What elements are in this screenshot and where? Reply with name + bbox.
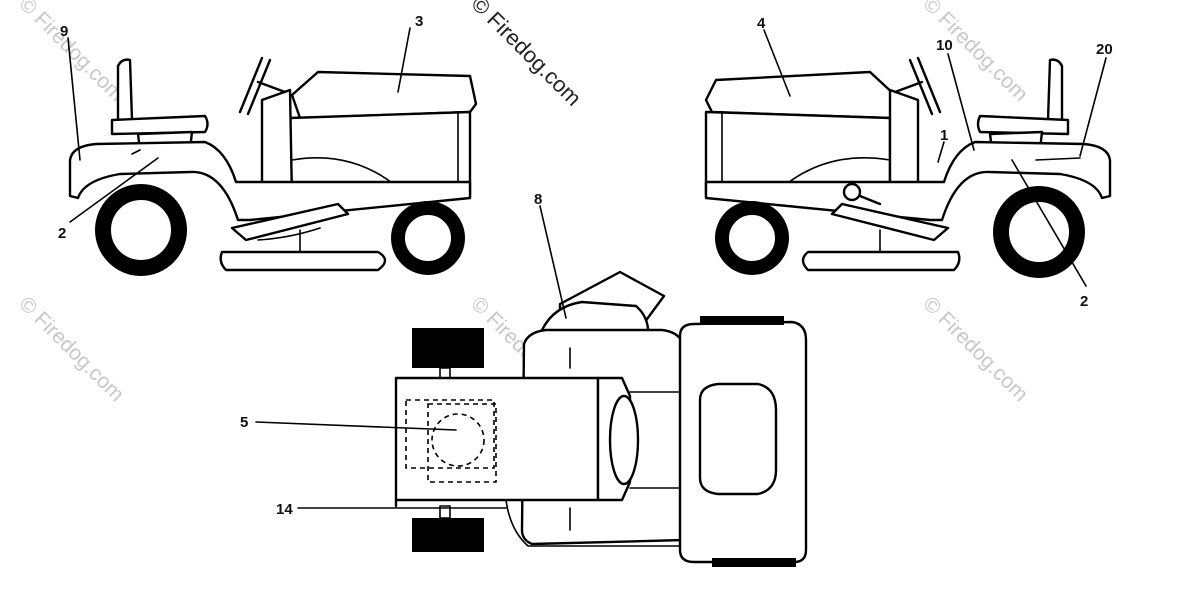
callout-10: 10 (936, 37, 953, 54)
watermark-mid-left: © Firedog.com (14, 292, 128, 406)
hood-right (704, 70, 898, 120)
watermark-top-left: © Firedog.com (14, 0, 128, 106)
callout-2-right: 2 (1080, 293, 1088, 310)
callout-2-left: 2 (58, 225, 66, 242)
hood-top (394, 376, 600, 502)
tractor-top-view (394, 270, 808, 567)
hood-left (290, 70, 478, 120)
rear-body-right (704, 140, 1112, 222)
tractor-right-side-view (704, 56, 1112, 278)
tractor-left-side-view (68, 56, 478, 276)
front-wheel-bottom (412, 518, 484, 552)
callout-9: 9 (60, 23, 68, 40)
callout-3: 3 (415, 13, 423, 30)
callout-8: 8 (534, 191, 542, 208)
front-wheel-top (412, 328, 484, 368)
callout-20: 20 (1096, 41, 1113, 58)
callout-labels: 9 3 2 4 10 20 1 2 8 5 14 (58, 13, 1113, 518)
callout-5: 5 (240, 414, 248, 431)
watermark-mid-right: © Firedog.com (918, 292, 1032, 406)
callout-14: 14 (276, 501, 293, 518)
leader-lines (67, 27, 1107, 509)
callout-4: 4 (757, 15, 766, 32)
rear-body-left (68, 140, 472, 222)
watermark-main: © Firedog.com (466, 0, 586, 111)
callout-1: 1 (940, 127, 948, 144)
